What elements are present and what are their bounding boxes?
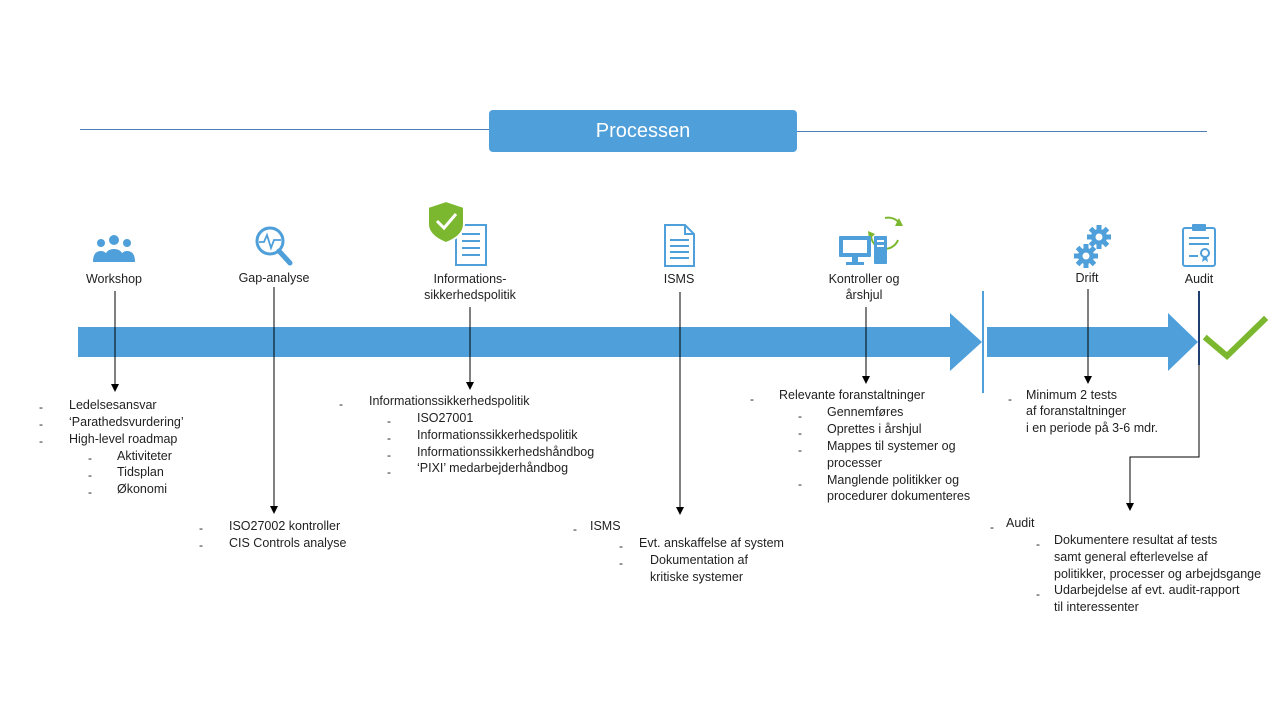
bullet-dash: - [199, 521, 203, 535]
title-line-right [797, 131, 1207, 132]
note-item: ISMS [590, 519, 621, 533]
bullet-dash: - [387, 414, 391, 428]
magnifier-pulse-icon [255, 226, 293, 266]
bullet-dash: - [387, 431, 391, 445]
document-icon [664, 224, 695, 267]
page-title: Processen [489, 110, 797, 152]
note-subitem: politikker, processer og arbejdsgange [1054, 567, 1262, 581]
bullet-dash: - [88, 468, 92, 482]
stage-label-controls-line1: Kontroller og [828, 272, 900, 286]
computer-sync-icon [839, 216, 903, 265]
bullet-dash: - [39, 434, 43, 448]
note-subitem: Dokumentere resultat af tests [1054, 533, 1218, 547]
bullet-dash: - [199, 538, 203, 552]
note-subitem: processer [827, 456, 882, 470]
note-subitem: Mappes til systemer og [827, 439, 956, 453]
bullet-dash: - [39, 417, 43, 431]
note-item: Audit [1006, 516, 1035, 530]
note-item: Minimum 2 tests [1026, 388, 1117, 402]
people-group-icon [93, 235, 135, 262]
note-subitem: Økonomi [117, 482, 168, 496]
note-item: af foranstaltninger [1026, 404, 1127, 418]
stage-label-policy-line2: sikkerhedspolitik [424, 288, 516, 302]
note-subitem: kritiske systemer [650, 570, 744, 584]
bullet-dash: - [387, 448, 391, 462]
stage-label-policy-line1: Informations- [433, 272, 507, 286]
note-subitem: Gennemføres [827, 405, 904, 419]
bullet-dash: - [798, 443, 802, 457]
note-item: Informationssikkerhedspolitik [369, 394, 530, 408]
note-subitem: samt general efterlevelse af [1054, 550, 1208, 564]
bullet-dash: - [619, 556, 623, 570]
stage-label-workshop: Workshop [85, 272, 143, 286]
stage-label-controls: Kontroller og årshjul [794, 271, 934, 303]
note-item: CIS Controls analyse [229, 536, 347, 550]
note-subitem: Informationssikkerhedshåndbog [417, 445, 595, 459]
bullet-dash: - [88, 451, 92, 465]
bullet-dash: - [798, 477, 802, 491]
stage-label-policy: Informations- sikkerhedspolitik [400, 271, 540, 303]
gears-icon [1074, 225, 1111, 268]
stage-label-gap-analyse: Gap-analyse [238, 271, 310, 285]
bullet-dash: - [1036, 537, 1040, 551]
bullet-dash: - [387, 465, 391, 479]
bullet-dash: - [750, 392, 754, 406]
certificate-clipboard-icon [1182, 224, 1216, 267]
title-line-left [80, 129, 489, 130]
timeline-arrow-main [78, 313, 982, 371]
bullet-dash: - [1008, 392, 1012, 406]
note-subitem: til interessenter [1054, 600, 1139, 614]
note-subitem: Udarbejdelse af evt. audit-rapport [1054, 583, 1240, 597]
bullet-dash: - [88, 485, 92, 499]
bullet-dash: - [339, 397, 343, 411]
timeline-arrow-end [987, 313, 1198, 371]
note-item: ‘Parathedsvurdering’ [69, 415, 184, 429]
note-item: Relevante foranstaltninger [779, 388, 925, 402]
stage-label-drift: Drift [1075, 271, 1099, 285]
note-subitem: ‘PIXI’ medarbejderhåndbog [417, 461, 569, 475]
shield-document-icon [427, 199, 487, 266]
stage-label-audit: Audit [1184, 272, 1214, 286]
note-subitem: Aktiviteter [117, 449, 172, 463]
stage-label-controls-line2: årshjul [845, 288, 883, 302]
note-item: ISO27002 kontroller [229, 519, 341, 533]
note-item: i en periode på 3-6 mdr. [1026, 421, 1159, 435]
note-subitem: Evt. anskaffelse af system [639, 536, 784, 550]
bullet-dash: - [619, 539, 623, 553]
note-item: High-level roadmap [69, 432, 178, 446]
bullet-dash: - [990, 520, 994, 534]
bullet-dash: - [39, 400, 43, 414]
checkmark-icon [1202, 315, 1269, 361]
bullet-dash: - [1036, 587, 1040, 601]
bullet-dash: - [798, 409, 802, 423]
stage-label-isms: ISMS [663, 272, 695, 286]
note-subitem: Manglende politikker og [827, 473, 960, 487]
note-subitem: Informationssikkerhedspolitik [417, 428, 578, 442]
note-subitem: Tidsplan [117, 465, 164, 479]
note-subitem: Oprettes i årshjul [827, 422, 922, 436]
connector-audit [1126, 365, 1200, 511]
note-subitem: procedurer dokumenteres [827, 489, 971, 503]
bullet-dash: - [798, 426, 802, 440]
bullet-dash: - [573, 522, 577, 536]
note-subitem: ISO27001 [417, 411, 474, 425]
note-item: Ledelsesansvar [69, 398, 157, 412]
note-subitem: Dokumentation af [650, 553, 748, 567]
